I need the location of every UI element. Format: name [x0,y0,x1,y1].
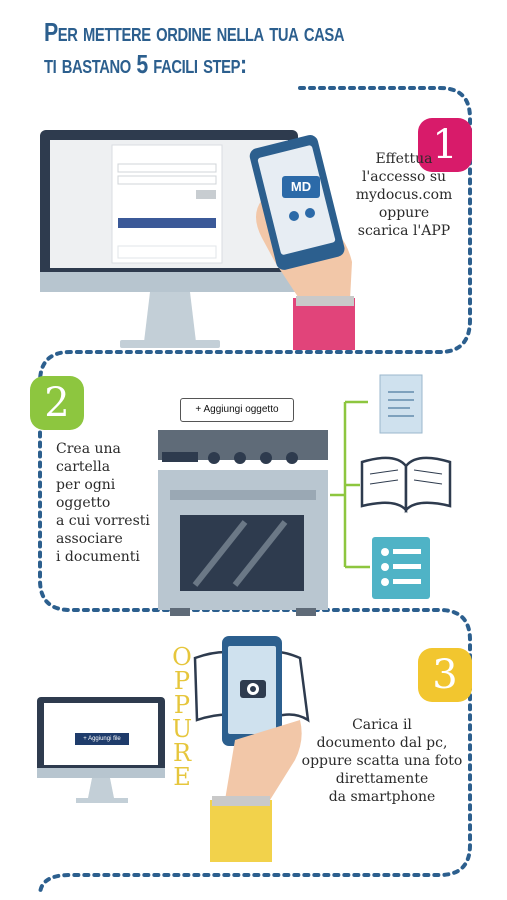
page-title: Per mettere ordine nella tua casa ti bas… [44,16,345,80]
dotted-path [38,86,472,897]
card-document-icon [372,537,430,599]
step-3-line: oppure scatta una foto [301,753,463,769]
oven-illustration [158,430,328,616]
step-1-line: Effettua [375,151,433,167]
open-book-icon [360,456,452,514]
small-monitor-illustration [37,697,165,803]
phone-camera-illustration [193,636,310,862]
step-2-line: Crea una [56,441,121,457]
oppure-letter: O [172,643,192,671]
step-1-text: Effettua l'accesso su mydocus.com oppure… [350,150,458,240]
mydocus-app-logo: MD [282,176,320,198]
step-1-line: mydocus.com [355,187,453,203]
title-line-1: Per mettere ordine nella tua casa [44,17,345,47]
step-3-line: direttamente [335,771,429,787]
desktop-monitor-illustration [40,130,298,348]
step-2-line: a cui vorresti [56,513,150,529]
add-object-button[interactable]: + Aggiungi oggetto [180,398,294,422]
step-2-line: i documenti [56,549,140,565]
step-3-badge: 3 [418,648,472,702]
step-3-line: da smartphone [328,789,436,805]
oppure-letter: P [173,667,191,695]
oppure-letter: P [173,691,191,719]
step-1-line: l'accesso su [361,169,447,185]
branch-lines [330,400,370,569]
oppure-letter: R [172,739,192,767]
step-2-line: oggetto [56,495,111,511]
step-1-line: scarica l'APP [357,223,451,239]
step-2-badge: 2 [30,376,84,430]
step-3-line: Carica il [352,717,412,733]
step-2-text: Crea una cartella per ogni oggetto a cui… [56,440,150,566]
step-1-badge: 1 [418,118,472,172]
oppure-letter: U [171,715,193,743]
oppure-vertical-label: O P P U R E [171,645,193,789]
add-file-button[interactable]: + Aggiungi file [75,733,129,745]
phone-hand-illustration [249,135,355,350]
step-1-line: oppure [378,205,430,221]
step-2-line: associare [56,531,123,547]
step-2-line: per ogni [56,477,116,493]
title-line-2: ti bastano 5 facili step: [44,49,247,79]
step-2-line: cartella [56,459,111,475]
step-3-text: Carica il documento dal pc, oppure scatt… [296,716,468,806]
paper-document-icon [379,374,423,434]
oppure-letter: E [173,763,191,791]
step-3-line: documento dal pc, [316,735,448,751]
